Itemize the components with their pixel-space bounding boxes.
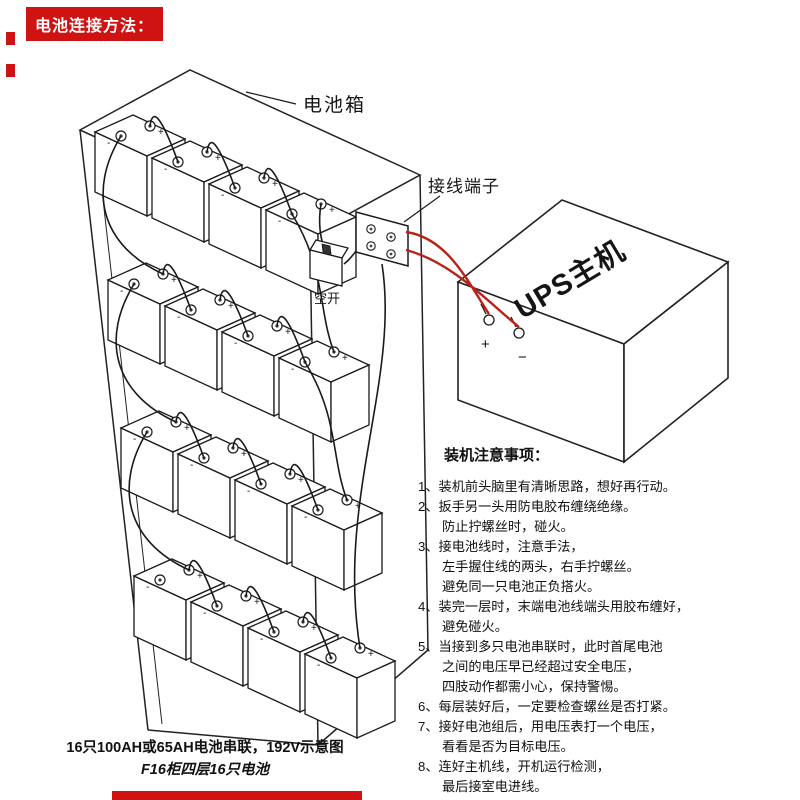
note-line: 之间的电压早已经超过安全电压， <box>442 659 640 674</box>
labels: 电池箱 接线端子 <box>245 91 500 223</box>
note-line: 最后接室电进线。 <box>442 779 548 794</box>
note-line: 1、装机前头脑里有清晰思路，想好再行动。 <box>418 479 676 494</box>
note-line: 2、扳手另一头用防电胶布缠绕绝缘。 <box>418 499 637 514</box>
battery-box-label: 电池箱 <box>303 94 366 116</box>
battery-box-leader-line <box>245 91 297 105</box>
wire <box>188 559 218 607</box>
wire <box>162 263 192 311</box>
note-line: 四肢动作都需小心，保持警惕。 <box>442 679 627 694</box>
breaker: 空开 <box>308 239 350 306</box>
wire <box>115 283 177 423</box>
title-banner: 电池连接方法： <box>26 7 164 41</box>
wire <box>149 115 179 163</box>
wire <box>232 437 262 485</box>
series-wiring <box>102 115 386 659</box>
ups-plus-sign: + <box>481 336 490 353</box>
left-edge-mark <box>6 64 15 77</box>
wire <box>245 585 275 633</box>
note-line: 4、装完一层时，末端电池线端头用胶布缠好， <box>418 599 690 614</box>
red-wire <box>405 248 520 328</box>
note-line: 左手握住线的两头，右手拧螺丝。 <box>442 559 640 574</box>
note-line: 防止拧螺丝时，碰火。 <box>442 519 574 534</box>
note-line: 5、当接到多只电池串联时，此时首尾电池 <box>418 639 663 654</box>
battery <box>304 636 396 739</box>
terminal-leader-line <box>403 195 441 223</box>
wire <box>175 411 205 459</box>
note-line: 6、每层装好后，一定要检查螺丝是否打紧。 <box>418 699 676 714</box>
wire <box>353 263 386 649</box>
wire <box>128 431 190 571</box>
wire <box>291 213 335 353</box>
notes-heading: 装机注意事项： <box>444 447 550 464</box>
wire <box>302 611 332 659</box>
diagram-captions: 16只100AH或65AH电池串联，192V示意图 F16柜四层16只电池 <box>40 737 370 781</box>
terminal-label: 接线端子 <box>428 177 500 196</box>
battery <box>278 340 370 443</box>
installation-notes: 装机注意事项： 1、装机前头脑里有清晰思路，想好再行动。 2、扳手另一头用防电胶… <box>418 444 793 797</box>
ups-minus-sign: − <box>518 349 527 366</box>
terminal-block <box>355 211 409 267</box>
caption-line2: F16柜四层16只电池 <box>140 762 270 778</box>
wire <box>102 135 164 275</box>
wire <box>219 289 249 337</box>
note-line: 避免同一只电池正负搭火。 <box>442 579 601 594</box>
ups-power-leads <box>405 230 520 328</box>
note-line: 避免碰火。 <box>442 619 508 634</box>
wire <box>263 167 293 215</box>
ups-unit: UPS主机 + − <box>456 199 730 464</box>
note-line: 7、接好电池组后，用电压表打一个电压， <box>418 719 663 734</box>
note-line: 3、接电池线时，注意手法， <box>418 539 584 554</box>
red-wire <box>405 230 491 315</box>
battery <box>291 488 383 591</box>
left-edge-mark <box>6 32 15 45</box>
breaker-label: 空开 <box>314 291 340 306</box>
wire <box>304 361 348 501</box>
note-line: 8、连好主机线，开机运行检测， <box>418 759 610 774</box>
caption-line1: 16只100AH或65AH电池串联，192V示意图 <box>66 740 344 756</box>
note-line: 看看是否为目标电压。 <box>442 739 574 754</box>
wire <box>289 463 319 511</box>
bottom-banner <box>112 791 362 800</box>
wire <box>276 315 306 363</box>
wire <box>206 141 236 189</box>
